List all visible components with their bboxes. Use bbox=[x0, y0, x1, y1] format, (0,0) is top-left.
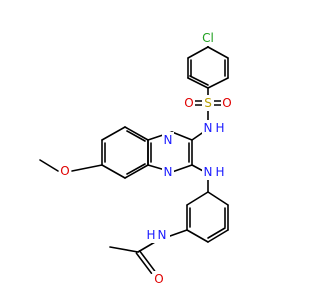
label-background bbox=[183, 95, 195, 111]
ring-bond bbox=[171, 131, 193, 141]
quinoxaline-nitrogen-bottom-label: N bbox=[164, 165, 173, 179]
label-background bbox=[59, 163, 71, 179]
label-background bbox=[198, 30, 218, 46]
aromatic-inner-bond bbox=[126, 130, 146, 142]
label-background bbox=[153, 271, 165, 287]
ring-bond bbox=[124, 164, 149, 179]
label-background bbox=[202, 120, 226, 136]
ring-bond bbox=[101, 164, 126, 179]
amide-hydrogen-label: H bbox=[146, 228, 155, 242]
ring-bond bbox=[187, 46, 209, 59]
label-background bbox=[144, 227, 170, 243]
ring-bond bbox=[207, 77, 229, 89]
ring-bond bbox=[207, 191, 229, 206]
ring-bond bbox=[171, 164, 193, 173]
carbonyl-double-bond bbox=[135, 252, 153, 275]
carbonyl-double-bond bbox=[138, 250, 156, 272]
aromatic-inner-bond bbox=[189, 75, 209, 86]
chemical-structure-diagram: Cl S O O N H N N O N H H N O bbox=[39, 30, 233, 287]
aromatic-inner-bond bbox=[207, 227, 226, 239]
methyl-bond bbox=[39, 159, 59, 172]
ring-bond bbox=[187, 77, 209, 89]
sulfonamide-hydrogen-label: H bbox=[215, 121, 224, 135]
ring-bond bbox=[207, 229, 229, 243]
ring-bond bbox=[124, 126, 149, 141]
ring-bond bbox=[207, 46, 229, 59]
sulfur-atom-label: S bbox=[204, 96, 212, 110]
sulfonyl-oxygen-right-label: O bbox=[222, 96, 231, 110]
amide-nitrogen-label: N bbox=[158, 228, 167, 242]
sulfonamide-nitrogen-label: N bbox=[204, 121, 213, 135]
chlorine-atom-label: Cl bbox=[202, 31, 214, 45]
atom-label-layer: Cl S O O N H N N O N H H N O bbox=[59, 30, 233, 287]
quinoxaline-nitrogen-top-label: N bbox=[164, 133, 173, 147]
label-background bbox=[162, 164, 174, 180]
ring-bond bbox=[101, 126, 126, 141]
carbonyl-oxygen-label: O bbox=[154, 272, 163, 286]
aromatic-inner-bond bbox=[126, 163, 146, 175]
label-background bbox=[202, 164, 226, 180]
methoxy-bond bbox=[71, 164, 103, 172]
ring-bond bbox=[186, 191, 209, 206]
methoxy-oxygen-label: O bbox=[60, 164, 69, 178]
label-background bbox=[202, 95, 214, 111]
amide-carbon-bond bbox=[137, 241, 156, 253]
label-background bbox=[221, 95, 233, 111]
sulfonyl-oxygen-left-label: O bbox=[184, 96, 193, 110]
bond-layer bbox=[39, 40, 229, 275]
acetyl-methyl-bond bbox=[109, 246, 139, 253]
ring-bond bbox=[186, 229, 209, 243]
aniline-nitrogen-label: N bbox=[204, 165, 213, 179]
label-background bbox=[162, 132, 174, 148]
aniline-hydrogen-label: H bbox=[215, 165, 224, 179]
amide-nitrogen-bond bbox=[169, 229, 188, 237]
